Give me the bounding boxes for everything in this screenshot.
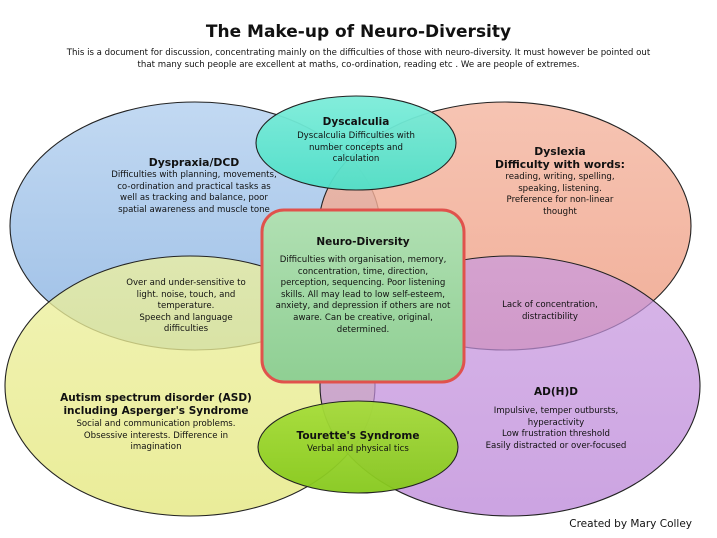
- dyscalculia-text: Dyscalculia Difficulties with number con…: [297, 131, 415, 165]
- asd-text: Social and communication problems. Obses…: [76, 419, 236, 453]
- tourettes-label: Tourette's Syndrome Verbal and physical …: [290, 430, 426, 456]
- dyslexia-subheading: Difficulty with words:: [495, 158, 625, 171]
- neuro-diversity-text: Difficulties with organisation, memory, …: [275, 255, 451, 335]
- tourettes-text: Verbal and physical tics: [307, 444, 409, 454]
- dyscalculia-ellipse: [255, 95, 457, 191]
- dyscalculia-label: Dyscalculia Dyscalculia Difficulties wit…: [296, 116, 416, 166]
- tourettes-heading: Tourette's Syndrome: [296, 430, 420, 442]
- sensory-text: Over and under-sensitive to light. noise…: [126, 278, 246, 312]
- asd-label: Autism spectrum disorder (ASD) including…: [48, 392, 264, 454]
- adhd-text-1: Impulsive, temper outbursts, hyperactivi…: [493, 406, 619, 428]
- neuro-diversity-label: Neuro-Diversity Difficulties with organi…: [274, 236, 452, 336]
- dyslexia-heading: Dyslexia: [534, 145, 586, 158]
- adhd-text-3: Easily distracted or over-focused: [485, 440, 627, 451]
- concentration-overlap-label: Lack of concentration, distractibility: [490, 300, 610, 323]
- dyspraxia-label: Dyspraxia/DCD Difficulties with planning…: [108, 156, 280, 216]
- tourettes-ellipse: [257, 400, 459, 494]
- adhd-label: AD(H)D Impulsive, temper outbursts, hype…: [482, 386, 630, 452]
- credit-text: Created by Mary Colley: [569, 518, 692, 530]
- speech-text: Speech and language difficulties: [139, 312, 233, 335]
- concentration-text: Lack of concentration, distractibility: [502, 300, 598, 322]
- dyspraxia-text: Difficulties with planning, movements, c…: [111, 170, 277, 215]
- adhd-heading: AD(H)D: [534, 386, 578, 398]
- sensory-overlap-label: Over and under-sensitive to light. noise…: [118, 278, 254, 336]
- intro-text: This is a document for discussion, conce…: [66, 48, 651, 70]
- dyscalculia-heading: Dyscalculia: [322, 116, 390, 128]
- dyslexia-label: Dyslexia Difficulty with words: reading,…: [478, 145, 642, 218]
- dyslexia-text: reading, writing, spelling, speaking, li…: [505, 172, 615, 217]
- page-title: The Make-up of Neuro-Diversity: [205, 22, 512, 42]
- asd-heading: Autism spectrum disorder (ASD) including…: [60, 392, 252, 417]
- dyspraxia-heading: Dyspraxia/DCD: [148, 156, 240, 169]
- neuro-diversity-heading: Neuro-Diversity: [316, 236, 410, 248]
- adhd-text-2: Low frustration threshold: [502, 429, 610, 440]
- neuro-diversity-box: [260, 208, 466, 384]
